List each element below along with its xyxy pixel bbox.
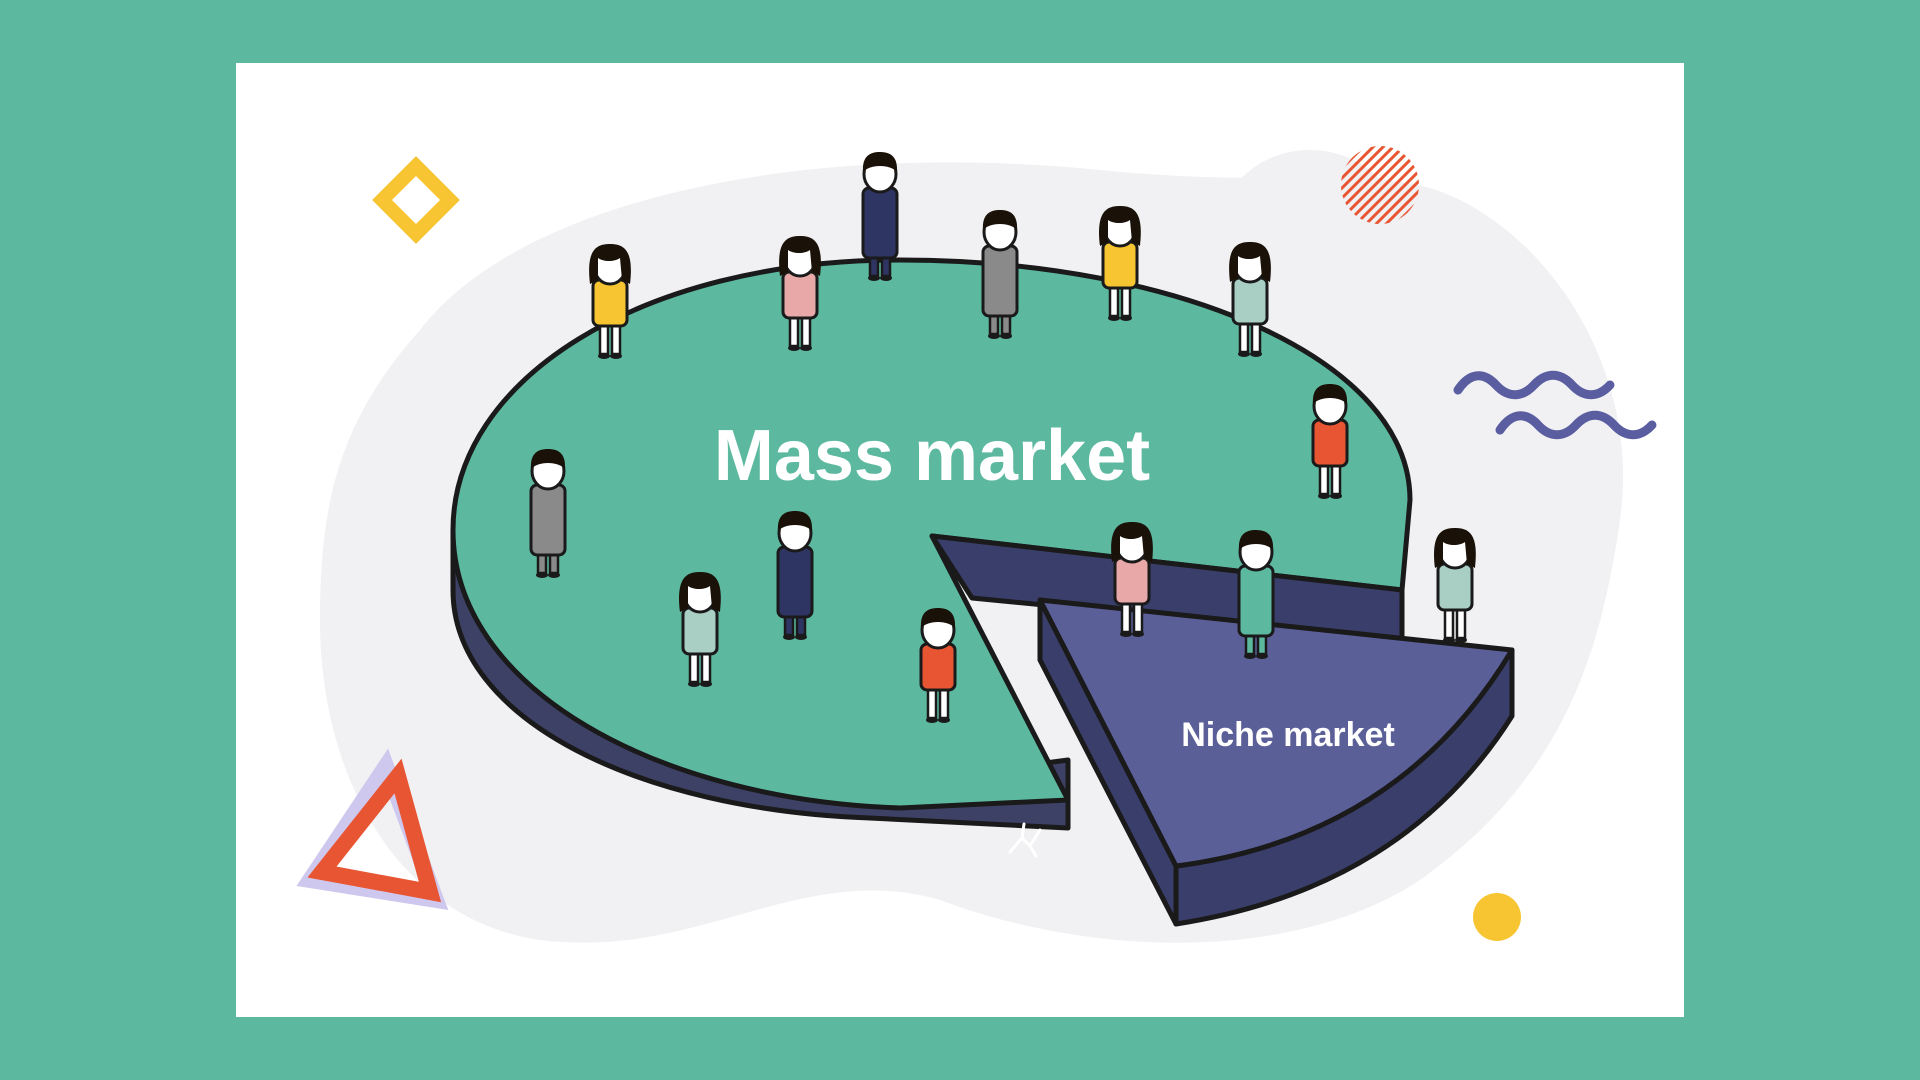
- niche-market-label: Niche market: [1181, 716, 1395, 754]
- person-figure: [529, 449, 567, 578]
- triangle-outline-icon: [296, 748, 449, 911]
- niche-market-top: [1037, 597, 1515, 869]
- person-figure: [776, 511, 814, 640]
- person-figure: [1311, 384, 1349, 499]
- person-figure: [1237, 530, 1275, 659]
- dot-icon: [1473, 893, 1521, 941]
- diamond-outline-icon: [372, 156, 460, 244]
- wave-icon: [1453, 370, 1615, 400]
- logo-mark-icon: [1008, 822, 1042, 858]
- person-figure: [861, 152, 899, 281]
- person-figure: [679, 572, 721, 687]
- person-figure: [779, 236, 821, 351]
- person-figure: [1434, 528, 1476, 643]
- people-group: [529, 152, 1476, 723]
- person-figure: [981, 210, 1019, 339]
- wave-icon-lower: [1495, 410, 1657, 440]
- person-figure: [1111, 522, 1153, 637]
- person-figure: [589, 244, 631, 359]
- person-figure: [1229, 242, 1271, 357]
- person-figure: [1099, 206, 1141, 321]
- person-figure: [919, 608, 957, 723]
- mass-market-label: Mass market: [714, 416, 1150, 496]
- niche-market-slice: [1037, 597, 1515, 927]
